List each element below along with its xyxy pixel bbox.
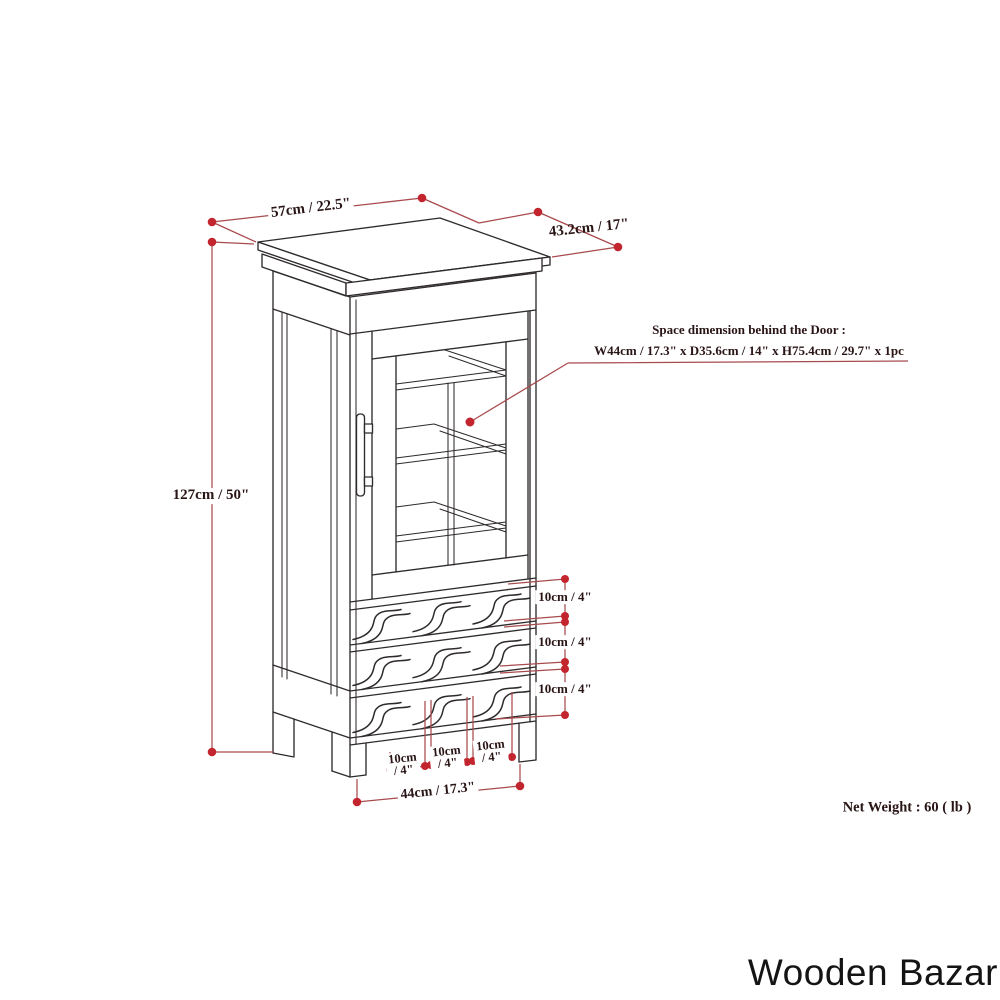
cabinet-top-slab (257, 217, 551, 297)
dimension-label-row-height-1: 10cm / 4" (535, 590, 595, 604)
door-space-note-values: W44cm / 17.3" x D35.6cm / 14" x H75.4cm … (594, 343, 904, 358)
dimension-label-slot-width-3: 10cm / 4" (472, 737, 510, 765)
door-handle (355, 413, 374, 497)
dimension-label-slot-width-1: 10cm / 4" (384, 750, 422, 778)
slot-width-2-in: / 4" (437, 754, 459, 771)
dimension-label-row-height-2: 10cm / 4" (535, 635, 595, 649)
interior-shelves (395, 349, 507, 566)
net-weight-label: Net Weight : 60 ( lb ) (842, 799, 972, 816)
door-space-note-title: Space dimension behind the Door : (652, 322, 846, 337)
slot-width-1-in: / 4" (393, 761, 415, 778)
door-space-note: Space dimension behind the Door : W44cm … (594, 319, 904, 361)
dimension-lines (211, 197, 909, 803)
dimension-label-row-height-3: 10cm / 4" (535, 682, 595, 696)
slot-width-3-in: / 4" (481, 748, 503, 765)
wine-rack-dividers (352, 593, 531, 738)
dimension-label-slot-width-2: 10cm / 4" (428, 743, 466, 771)
cabinet-left-side (272, 270, 351, 778)
cabinet-front-frame (349, 272, 537, 778)
brand-watermark: Wooden Bazar (747, 952, 998, 993)
glass-door (371, 310, 529, 600)
dimension-label-height: 127cm / 50" (169, 487, 253, 504)
